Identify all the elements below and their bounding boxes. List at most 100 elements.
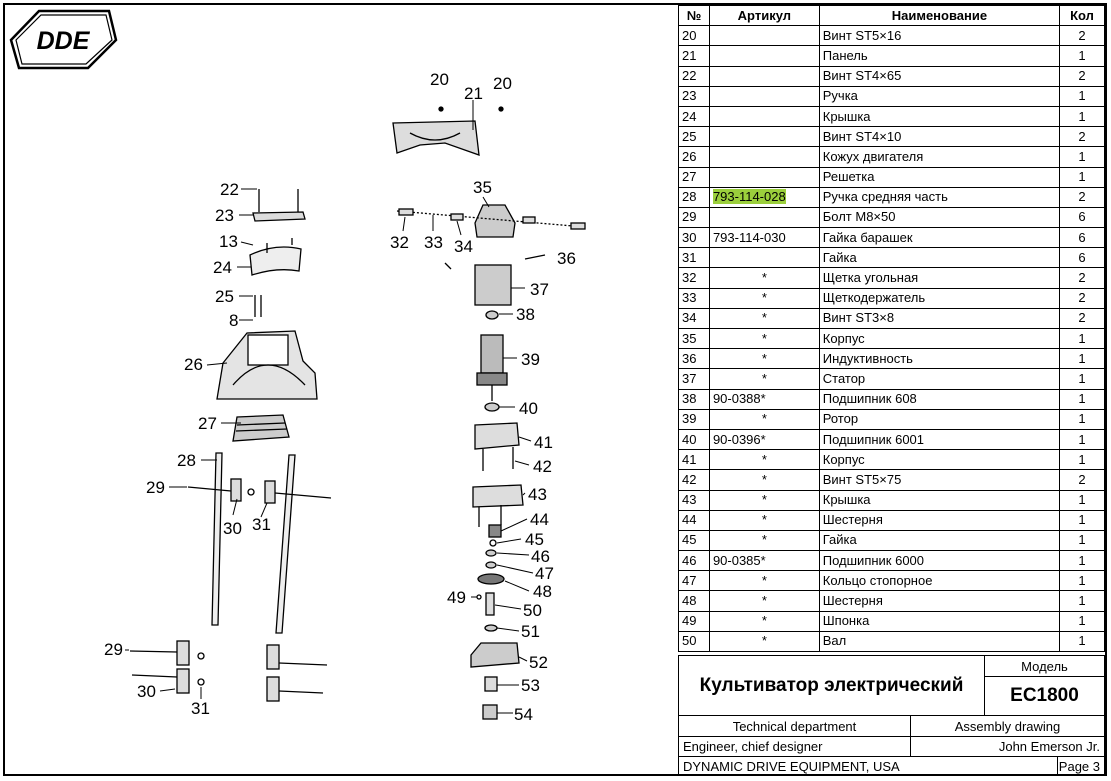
header-number: № bbox=[678, 4, 710, 27]
callout-label: 40 bbox=[519, 399, 538, 418]
part-quantity: 1 bbox=[1059, 610, 1105, 632]
part-quantity: 1 bbox=[1059, 327, 1105, 350]
part-quantity: 1 bbox=[1059, 348, 1105, 370]
part-name: Корпус bbox=[818, 449, 1061, 471]
part-number: 35 bbox=[678, 327, 710, 350]
part-number: 33 bbox=[678, 287, 710, 309]
part-article: * bbox=[708, 408, 820, 430]
part-number: 41 bbox=[678, 449, 710, 471]
part-article: 793-114-030 bbox=[708, 227, 820, 249]
role-label: Engineer, chief designer bbox=[678, 736, 911, 757]
callout-label: 41 bbox=[534, 433, 553, 452]
header-article: Артикул bbox=[708, 4, 820, 27]
part-article: * bbox=[708, 529, 820, 552]
callout-label: 25 bbox=[215, 287, 234, 306]
motor-assembly bbox=[396, 204, 586, 720]
document-type: Assembly drawing bbox=[910, 715, 1105, 737]
callout-label: 42 bbox=[533, 457, 552, 476]
part-quantity: 2 bbox=[1059, 65, 1105, 87]
callout-label: 28 bbox=[177, 451, 196, 470]
brand-logo-text: DDE bbox=[37, 27, 91, 55]
callout-label: 36 bbox=[557, 249, 576, 268]
callout-labels: 20 21 20 22 23 13 24 25 8 26 27 28 29 30… bbox=[104, 70, 576, 724]
header-quantity: Кол bbox=[1059, 4, 1105, 27]
part-quantity: 2 bbox=[1059, 126, 1105, 148]
callout-label: 24 bbox=[213, 258, 232, 277]
part-quantity: 2 bbox=[1059, 267, 1105, 289]
part-article bbox=[708, 146, 820, 168]
callout-label: 39 bbox=[521, 350, 540, 369]
part-name: Ручка средняя часть bbox=[818, 186, 1061, 208]
part-article bbox=[708, 166, 820, 188]
part-name: Щетка угольная bbox=[818, 267, 1061, 289]
part-number: 27 bbox=[678, 166, 710, 188]
callout-label: 21 bbox=[464, 84, 483, 103]
part-quantity: 1 bbox=[1059, 509, 1105, 531]
header-name: Наименование bbox=[818, 4, 1061, 27]
callout-label: 37 bbox=[530, 280, 549, 299]
part-quantity: 1 bbox=[1059, 146, 1105, 168]
part-quantity: 1 bbox=[1059, 85, 1105, 107]
part-number: 25 bbox=[678, 126, 710, 148]
part-article: * bbox=[708, 368, 820, 390]
callout-label: 22 bbox=[220, 180, 239, 199]
part-article: * bbox=[708, 327, 820, 350]
part-name: Вал bbox=[818, 630, 1061, 653]
part-article: * bbox=[708, 489, 820, 511]
part-quantity: 2 bbox=[1059, 287, 1105, 309]
part-number: 38 bbox=[678, 388, 710, 410]
part-number: 39 bbox=[678, 408, 710, 430]
callout-label: 8 bbox=[229, 311, 238, 330]
callout-label: 20 bbox=[430, 70, 449, 89]
part-name: Кольцо стопорное bbox=[818, 570, 1061, 592]
company-name: DYNAMIC DRIVE EQUIPMENT, USA bbox=[678, 756, 1058, 776]
part-number: 31 bbox=[678, 247, 710, 269]
callout-label: 20 bbox=[493, 74, 512, 93]
part-name: Винт ST5×75 bbox=[818, 469, 1061, 491]
part-name: Гайка bbox=[818, 529, 1061, 552]
part-article: * bbox=[708, 509, 820, 531]
callout-label: 38 bbox=[516, 305, 535, 324]
part-quantity: 1 bbox=[1059, 388, 1105, 410]
callout-label: 49 bbox=[447, 588, 466, 607]
model-value: EC1800 bbox=[984, 676, 1105, 716]
part-number: 34 bbox=[678, 307, 710, 330]
callout-label: 52 bbox=[529, 653, 548, 672]
part-article: * bbox=[708, 449, 820, 471]
part-name: Индуктивность bbox=[818, 348, 1061, 370]
part-article bbox=[708, 85, 820, 107]
part-quantity: 6 bbox=[1059, 227, 1105, 249]
title-block: Культиватор электрический Модель EC1800 … bbox=[678, 655, 1105, 776]
part-name: Винт ST3×8 bbox=[818, 307, 1061, 330]
part-article: * bbox=[708, 348, 820, 370]
department-label: Technical department bbox=[678, 715, 911, 737]
part-quantity: 1 bbox=[1059, 529, 1105, 552]
part-number: 42 bbox=[678, 469, 710, 491]
part-name: Решетка bbox=[818, 166, 1061, 188]
part-name: Ротор bbox=[818, 408, 1061, 430]
part-name: Подшипник 6001 bbox=[818, 428, 1061, 451]
part-quantity: 1 bbox=[1059, 166, 1105, 188]
part-quantity: 1 bbox=[1059, 489, 1105, 511]
part-article: * bbox=[708, 469, 820, 491]
part-article bbox=[708, 126, 820, 148]
brand-logo: DDE bbox=[9, 9, 118, 70]
